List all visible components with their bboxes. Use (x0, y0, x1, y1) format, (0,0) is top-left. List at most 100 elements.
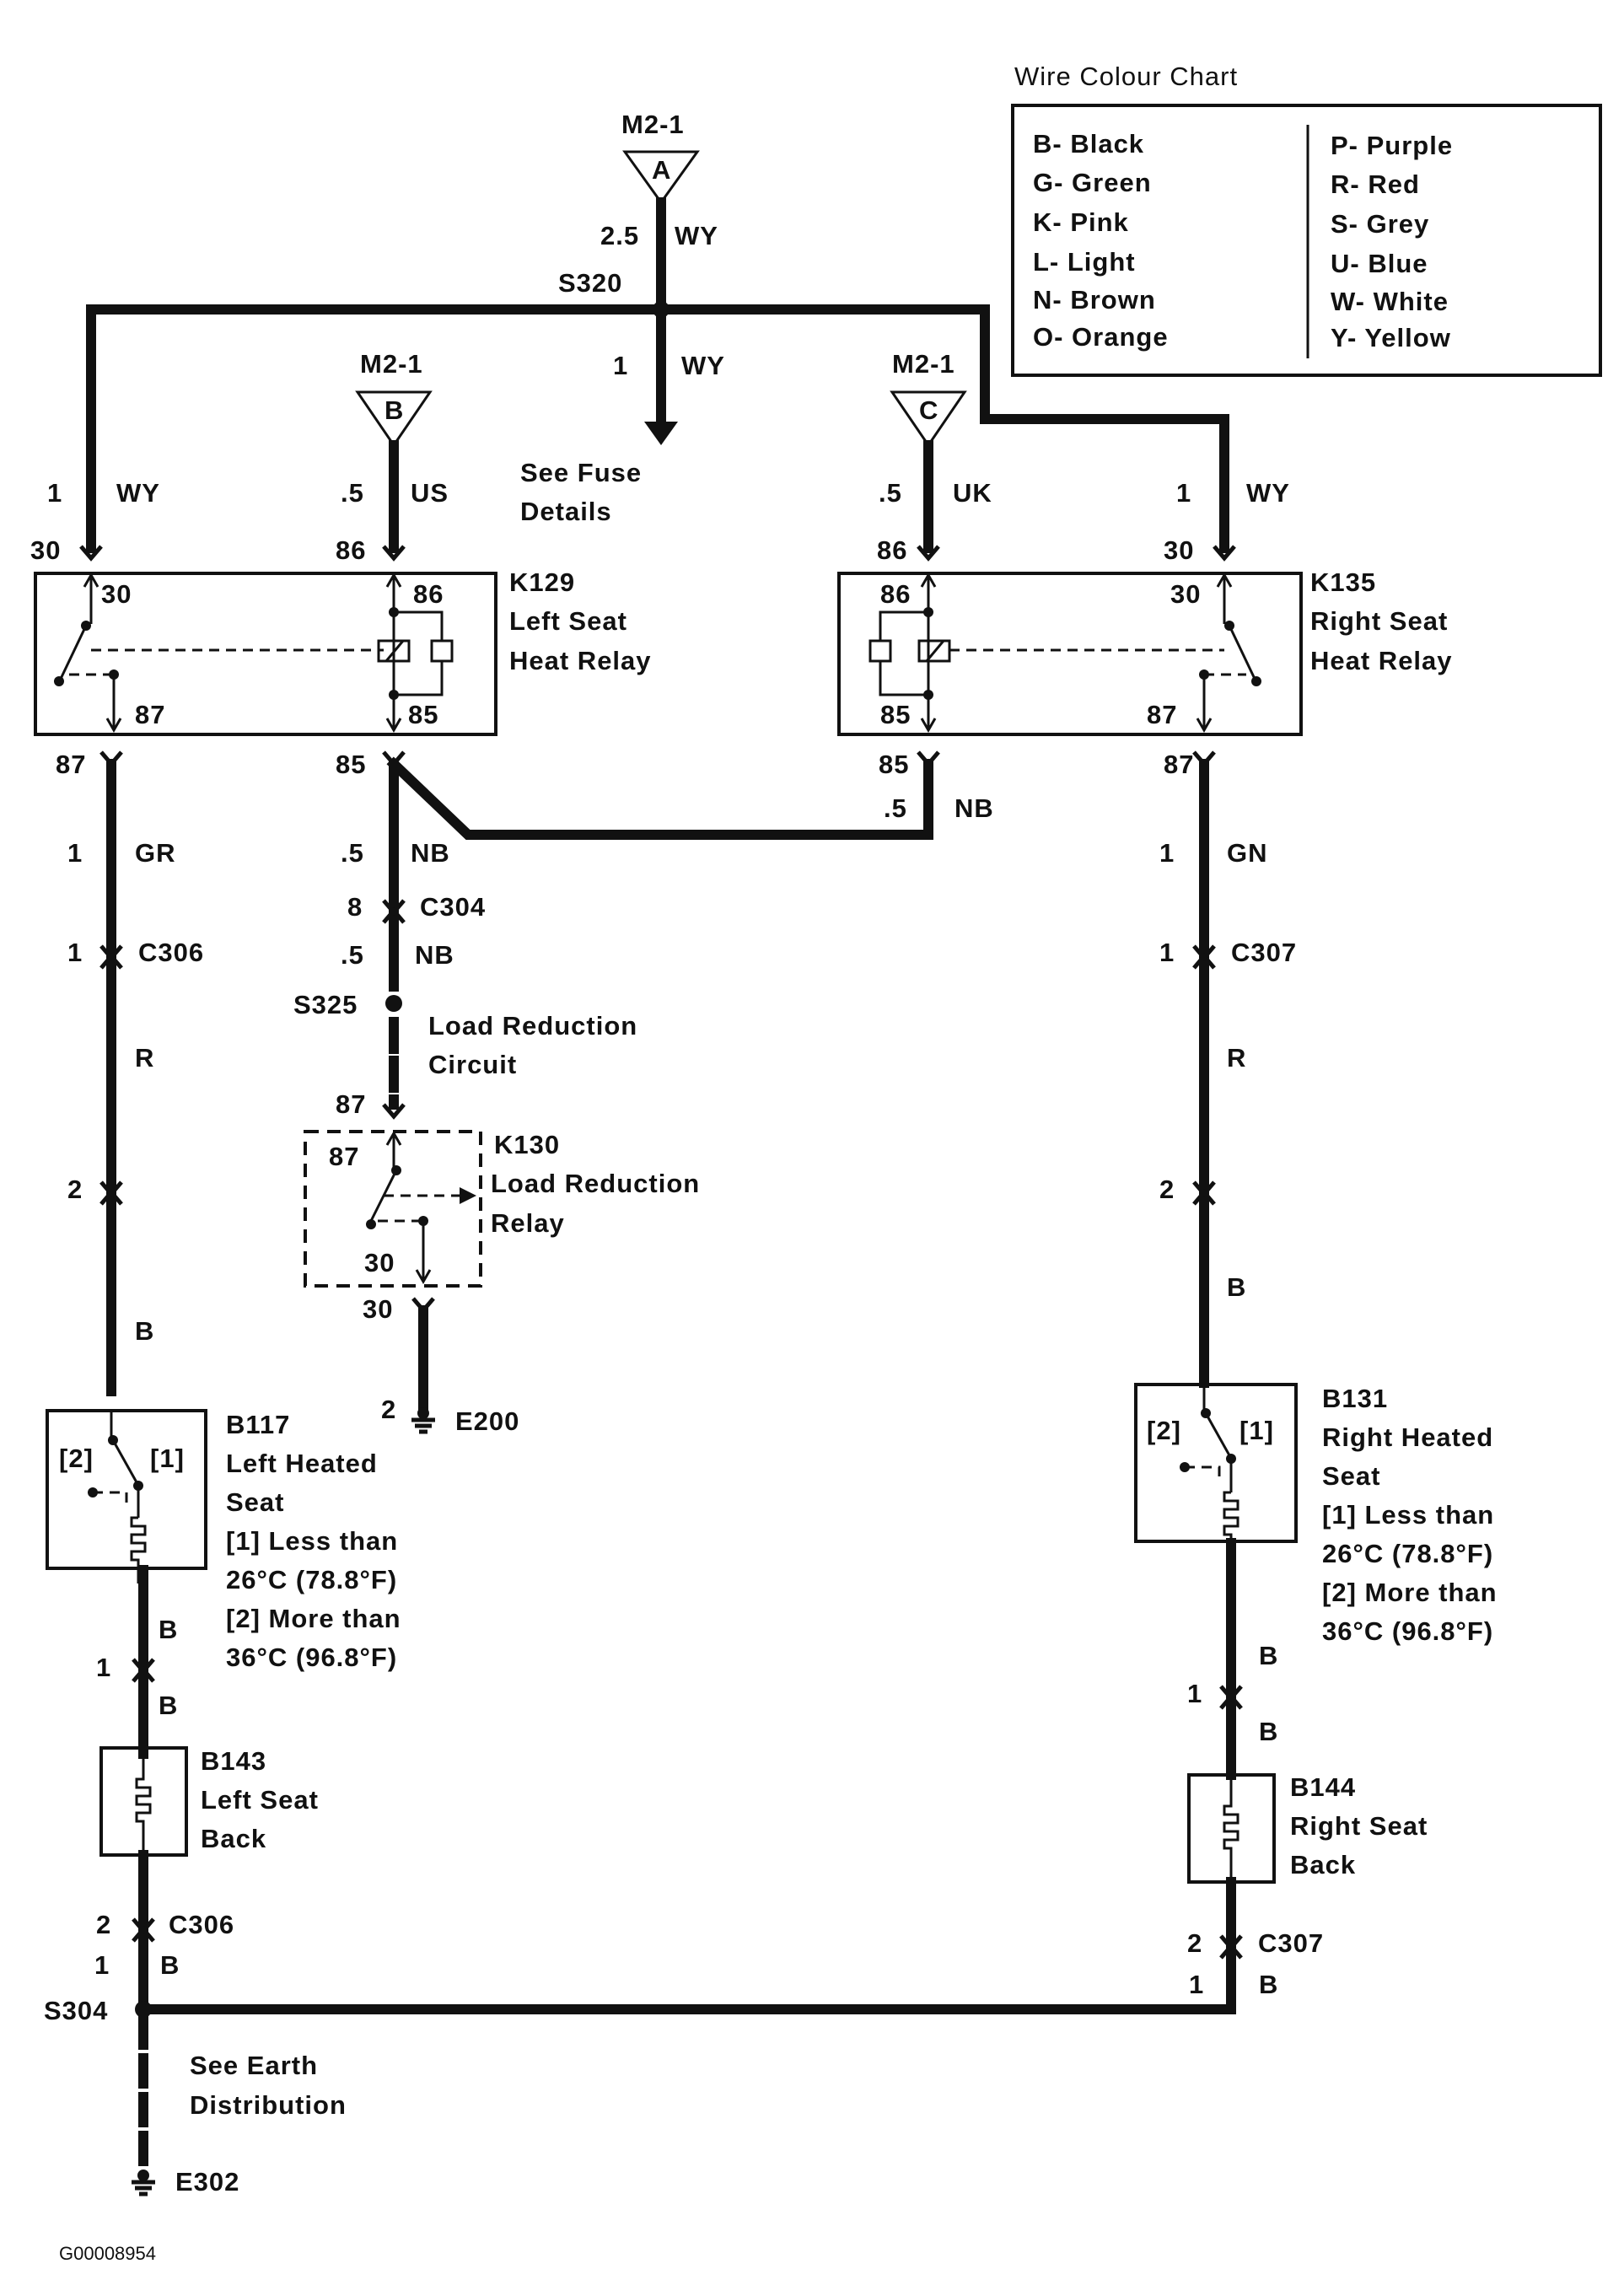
inline-connector (99, 1180, 123, 1206)
legend-item: Y- Yellow (1331, 323, 1451, 352)
component-name: Left Heated (226, 1449, 378, 1478)
component-note: 26°C (78.8°F) (226, 1565, 397, 1594)
wire-color: NB (415, 940, 454, 970)
component-note: 36°C (96.8°F) (1322, 1616, 1493, 1646)
ground-label: E200 (455, 1406, 519, 1436)
connector-name: C307 (1231, 938, 1297, 967)
component-name: Back (1290, 1850, 1356, 1879)
wire-size: 1 (613, 351, 628, 380)
connector-pin: 2 (1159, 1175, 1175, 1204)
component-b117: [2] [1] B117 Left Heated Seat [1] Less t… (46, 1409, 401, 1672)
pin-label: 85 (879, 750, 909, 779)
pin-label: 85 (408, 700, 438, 729)
coil-diag (384, 640, 405, 662)
connector-pin: 2 (1187, 1928, 1202, 1958)
resistor-line (394, 661, 444, 696)
relay-name: Heat Relay (1310, 646, 1453, 675)
relay-id: K135 (1310, 567, 1376, 597)
wire-size: 1 (1159, 838, 1175, 868)
feed-letter: C (919, 395, 938, 425)
arrow (105, 718, 122, 734)
pin-label: 30 (30, 535, 61, 565)
connector-pin: 1 (94, 1950, 110, 1980)
fuse-feed-triangle (355, 390, 433, 448)
wire-size: 1 (67, 838, 83, 868)
switch-pos: [2] (1147, 1416, 1181, 1445)
switch-pos: [1] (150, 1444, 185, 1473)
fuse-feed-triangle (622, 150, 700, 205)
ground-node (137, 2170, 149, 2181)
feed-ref: M2-1 (892, 349, 955, 379)
legend-item: O- Orange (1033, 322, 1169, 352)
wire-size: 1 (47, 478, 62, 508)
arrow (1196, 718, 1213, 734)
arrow (460, 1187, 476, 1204)
relay-k130: 87 87 30 K130 Load Reduction Relay 30 (304, 1089, 700, 1324)
contact-point (1251, 676, 1261, 686)
wire-color: B (160, 1950, 180, 1980)
relay-name: Left Seat (509, 606, 627, 636)
wire-color: B (1259, 1970, 1278, 1999)
arrow (83, 572, 99, 588)
arrow (920, 572, 937, 588)
relay-name: Load Reduction (491, 1169, 700, 1198)
connector-name: C307 (1258, 1928, 1324, 1958)
switch-pos: [1] (1240, 1416, 1274, 1445)
wire-color: WY (675, 221, 718, 250)
relay-name: Right Seat (1310, 606, 1448, 636)
relay-box (837, 572, 1303, 736)
pin-label: 86 (880, 579, 911, 609)
legend-item: U- Blue (1331, 249, 1428, 278)
relay-box (34, 572, 497, 736)
wire-color: R (135, 1043, 154, 1073)
arrow (415, 1269, 432, 1285)
ground-node (417, 1407, 429, 1419)
connector-name: C306 (169, 1910, 234, 1939)
wire-colour-chart: Wire Colour Chart B- Black G- Green K- P… (1011, 62, 1602, 377)
arrow (385, 572, 402, 588)
wire-color: NB (411, 838, 450, 868)
pin-label: 87 (1147, 700, 1177, 729)
wire-size: .5 (341, 478, 364, 508)
component-note: [1] Less than (226, 1526, 398, 1556)
connector-terminal (1213, 545, 1236, 562)
connector-pin: 1 (1159, 938, 1175, 967)
arrow (1216, 572, 1233, 588)
inline-connector (1192, 944, 1216, 970)
circuit-note: Circuit (428, 1050, 517, 1079)
wire-color: WY (681, 351, 725, 380)
pin-label: 87 (56, 750, 86, 779)
figure-id: G00008954 (59, 2243, 156, 2264)
relay-name: Relay (491, 1208, 565, 1238)
pin-label: 30 (363, 1294, 393, 1324)
earth-note: Distribution (190, 2090, 347, 2120)
legend-item: P- Purple (1331, 131, 1453, 160)
wire-color: B (159, 1691, 178, 1720)
component-box (46, 1409, 207, 1570)
earth-note: See Earth (190, 2051, 318, 2080)
arrow (920, 718, 937, 734)
ground-e200: 2 E200 (381, 1395, 519, 1436)
pin-label: 30 (101, 579, 132, 609)
arrow (385, 718, 402, 734)
pin-label: 86 (336, 535, 366, 565)
component-id: B143 (201, 1746, 266, 1776)
splice-label: S320 (558, 268, 622, 298)
contact-point (366, 1219, 376, 1229)
wire-size: 1 (1176, 478, 1191, 508)
wire-color: WY (1246, 478, 1290, 508)
wire-color: B (1227, 1272, 1246, 1302)
feed-a: M2-1 A (621, 110, 700, 205)
relay-coil (377, 639, 411, 663)
feed-c: M2-1 C (890, 349, 967, 448)
heater-element (130, 1516, 147, 1584)
connector-name: C306 (138, 938, 204, 967)
wire-color: B (1259, 1641, 1278, 1670)
fuse-feed-triangle (890, 390, 967, 448)
switch-blade (1204, 1412, 1231, 1456)
connector-terminal (382, 545, 406, 562)
fuse-note: See Fuse (520, 458, 642, 487)
pin-label: 87 (336, 1089, 366, 1119)
relay-id: K130 (494, 1130, 560, 1159)
